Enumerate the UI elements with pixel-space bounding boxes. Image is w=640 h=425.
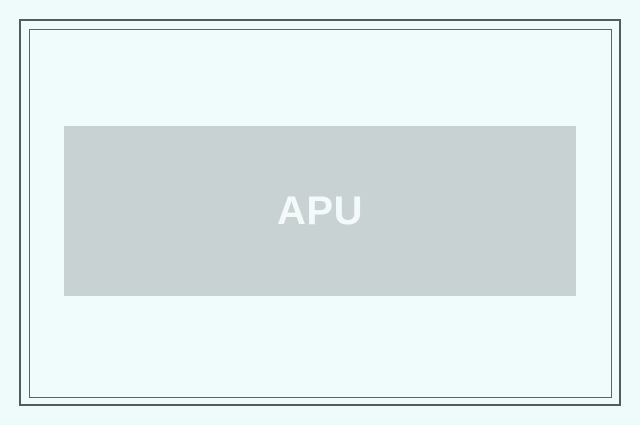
image-placeholder-block: APU (64, 126, 576, 296)
placeholder-label: APU (277, 189, 363, 233)
outer-frame-border: APU (19, 19, 621, 406)
content-area: APU (30, 30, 611, 397)
inner-frame-border: APU (29, 29, 612, 398)
